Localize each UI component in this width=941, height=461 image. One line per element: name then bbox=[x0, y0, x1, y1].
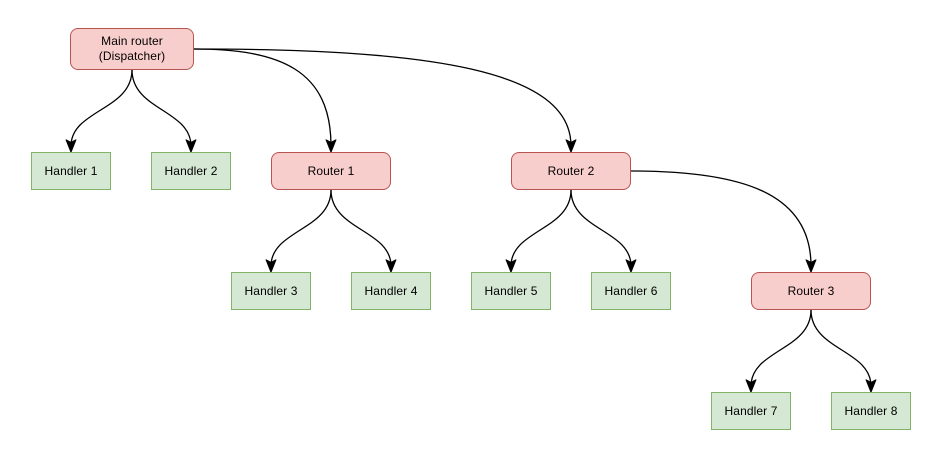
node-handler-2[interactable]: Handler 2 bbox=[151, 152, 231, 190]
node-label-handler-5: Handler 5 bbox=[484, 283, 538, 298]
edge-router-2-to-handler-5 bbox=[511, 189, 572, 266]
edge-router-2-to-handler-6 bbox=[570, 189, 631, 266]
node-handler-8[interactable]: Handler 8 bbox=[831, 392, 911, 430]
node-label-router-1: Router 1 bbox=[307, 163, 355, 178]
node-router-3[interactable]: Router 3 bbox=[751, 272, 871, 310]
node-handler-7[interactable]: Handler 7 bbox=[711, 392, 791, 430]
node-label-main-router: Main router (Dispatcher) bbox=[98, 34, 166, 63]
edge-main-to-handler-1 bbox=[71, 69, 133, 146]
edge-main-to-router-1 bbox=[193, 48, 331, 146]
node-handler-3[interactable]: Handler 3 bbox=[231, 272, 311, 310]
node-label-handler-8: Handler 8 bbox=[844, 403, 898, 418]
edge-router-1-to-handler-4 bbox=[330, 189, 391, 266]
node-label-handler-2: Handler 2 bbox=[164, 163, 218, 178]
node-router-2[interactable]: Router 2 bbox=[511, 152, 631, 190]
node-label-router-2: Router 2 bbox=[547, 163, 595, 178]
edge-main-to-router-2 bbox=[193, 48, 571, 146]
node-label-handler-6: Handler 6 bbox=[604, 283, 658, 298]
edge-router-3-to-handler-7 bbox=[751, 309, 812, 386]
node-label-router-3: Router 3 bbox=[787, 283, 835, 298]
node-handler-1[interactable]: Handler 1 bbox=[31, 152, 111, 190]
node-handler-5[interactable]: Handler 5 bbox=[471, 272, 551, 310]
node-handler-4[interactable]: Handler 4 bbox=[351, 272, 431, 310]
node-label-handler-4: Handler 4 bbox=[364, 283, 418, 298]
node-label-handler-3: Handler 3 bbox=[244, 283, 298, 298]
edge-group bbox=[71, 48, 871, 386]
node-router-1[interactable]: Router 1 bbox=[271, 152, 391, 190]
edge-router-2-to-router-3 bbox=[630, 170, 811, 266]
edge-router-1-to-handler-3 bbox=[271, 189, 332, 266]
node-main-router[interactable]: Main router (Dispatcher) bbox=[70, 28, 194, 70]
edge-main-to-handler-2 bbox=[131, 69, 191, 146]
edge-router-3-to-handler-8 bbox=[810, 309, 871, 386]
node-label-handler-7: Handler 7 bbox=[724, 403, 778, 418]
node-label-handler-1: Handler 1 bbox=[44, 163, 98, 178]
node-handler-6[interactable]: Handler 6 bbox=[591, 272, 671, 310]
